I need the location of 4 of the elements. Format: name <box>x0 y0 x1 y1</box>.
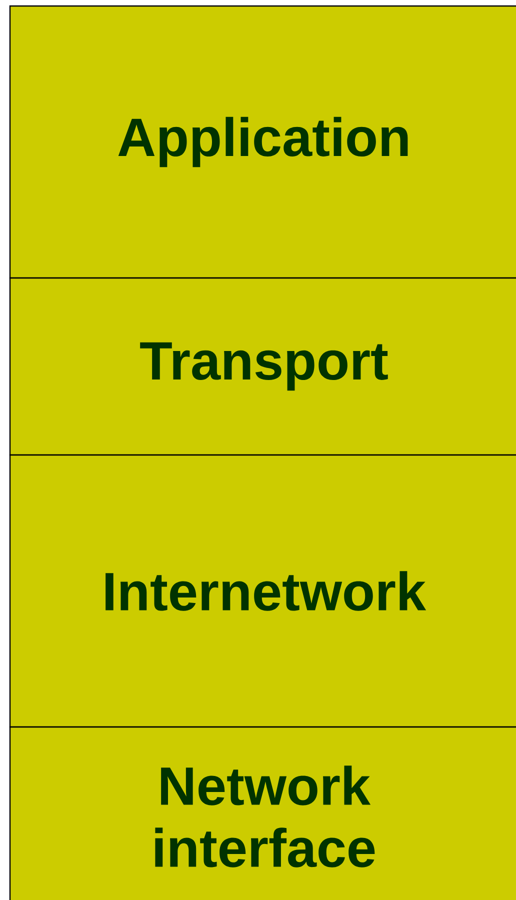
layer-box: Internetwork <box>9 454 516 728</box>
layer-box: Application <box>9 5 516 279</box>
layer-box: Transport <box>9 277 516 456</box>
layer-box: Network interface <box>9 726 516 900</box>
